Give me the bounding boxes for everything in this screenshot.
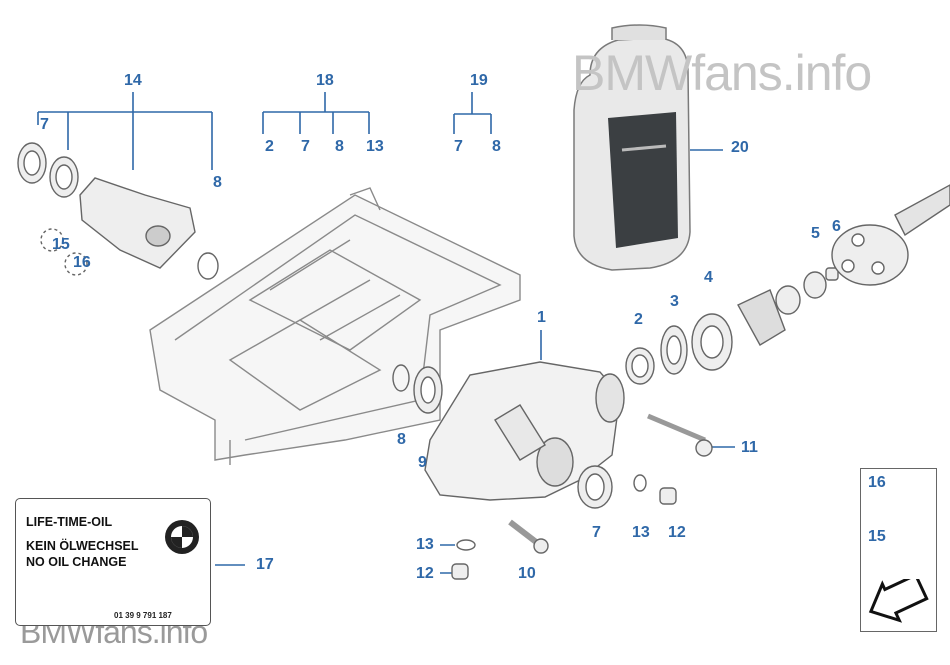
callout-6[interactable]: 6 xyxy=(832,218,841,235)
legend-box xyxy=(860,468,937,632)
callout-1[interactable]: 1 xyxy=(537,309,546,326)
callout-14[interactable]: 14 xyxy=(124,72,142,89)
callout-19-7[interactable]: 7 xyxy=(454,138,463,155)
leader-lines xyxy=(37,92,735,574)
callout-16-legend[interactable]: 16 xyxy=(868,474,886,491)
callout-11[interactable]: 11 xyxy=(741,439,758,456)
callout-15-legend[interactable]: 15 xyxy=(868,528,886,545)
oil-label-plate: LIFE-TIME-OIL KEIN ÖLWECHSEL NO OIL CHAN… xyxy=(15,498,211,626)
callout-18-8[interactable]: 8 xyxy=(335,138,344,155)
callout-2[interactable]: 2 xyxy=(634,311,643,328)
seals-and-bearings xyxy=(392,184,950,580)
callout-12-small[interactable]: 12 xyxy=(416,565,434,582)
plate-part-number: 01 39 9 791 187 xyxy=(114,611,172,620)
oil-bottle xyxy=(573,24,691,271)
watermark-top: BMWfans.info xyxy=(572,45,872,101)
callout-13-bottom[interactable]: 13 xyxy=(632,524,650,541)
plate-line-2: KEIN ÖLWECHSEL xyxy=(26,539,139,553)
differential-housing xyxy=(424,361,625,501)
callout-10[interactable]: 10 xyxy=(518,565,536,582)
callout-7-bottom[interactable]: 7 xyxy=(592,524,601,541)
bmw-logo-icon xyxy=(165,520,199,554)
callout-12-bottom[interactable]: 12 xyxy=(668,524,686,541)
plate-line-1: LIFE-TIME-OIL xyxy=(26,515,113,529)
plate-line-3: NO OIL CHANGE xyxy=(26,555,127,569)
callout-19-8[interactable]: 8 xyxy=(492,138,501,155)
callout-20[interactable]: 20 xyxy=(731,139,749,156)
callout-7-top-left[interactable]: 7 xyxy=(40,116,49,133)
callout-4[interactable]: 4 xyxy=(704,269,713,286)
callout-17[interactable]: 17 xyxy=(256,556,274,573)
callout-18-13[interactable]: 13 xyxy=(366,138,384,155)
output-flange-assembly xyxy=(17,142,219,280)
callout-16-left[interactable]: 16 xyxy=(73,254,91,271)
callout-9[interactable]: 9 xyxy=(418,454,427,471)
arrow-down-left-icon[interactable] xyxy=(865,579,931,627)
callout-18[interactable]: 18 xyxy=(316,72,334,89)
callout-8-top-left[interactable]: 8 xyxy=(213,174,222,191)
callout-18-7[interactable]: 7 xyxy=(301,138,310,155)
callout-13-small[interactable]: 13 xyxy=(416,536,434,553)
callout-5[interactable]: 5 xyxy=(811,225,820,242)
callout-3[interactable]: 3 xyxy=(670,293,679,310)
callout-8-middle[interactable]: 8 xyxy=(397,431,406,448)
callout-18-2[interactable]: 2 xyxy=(265,138,274,155)
callout-19[interactable]: 19 xyxy=(470,72,488,89)
callout-15-left[interactable]: 15 xyxy=(52,236,70,253)
